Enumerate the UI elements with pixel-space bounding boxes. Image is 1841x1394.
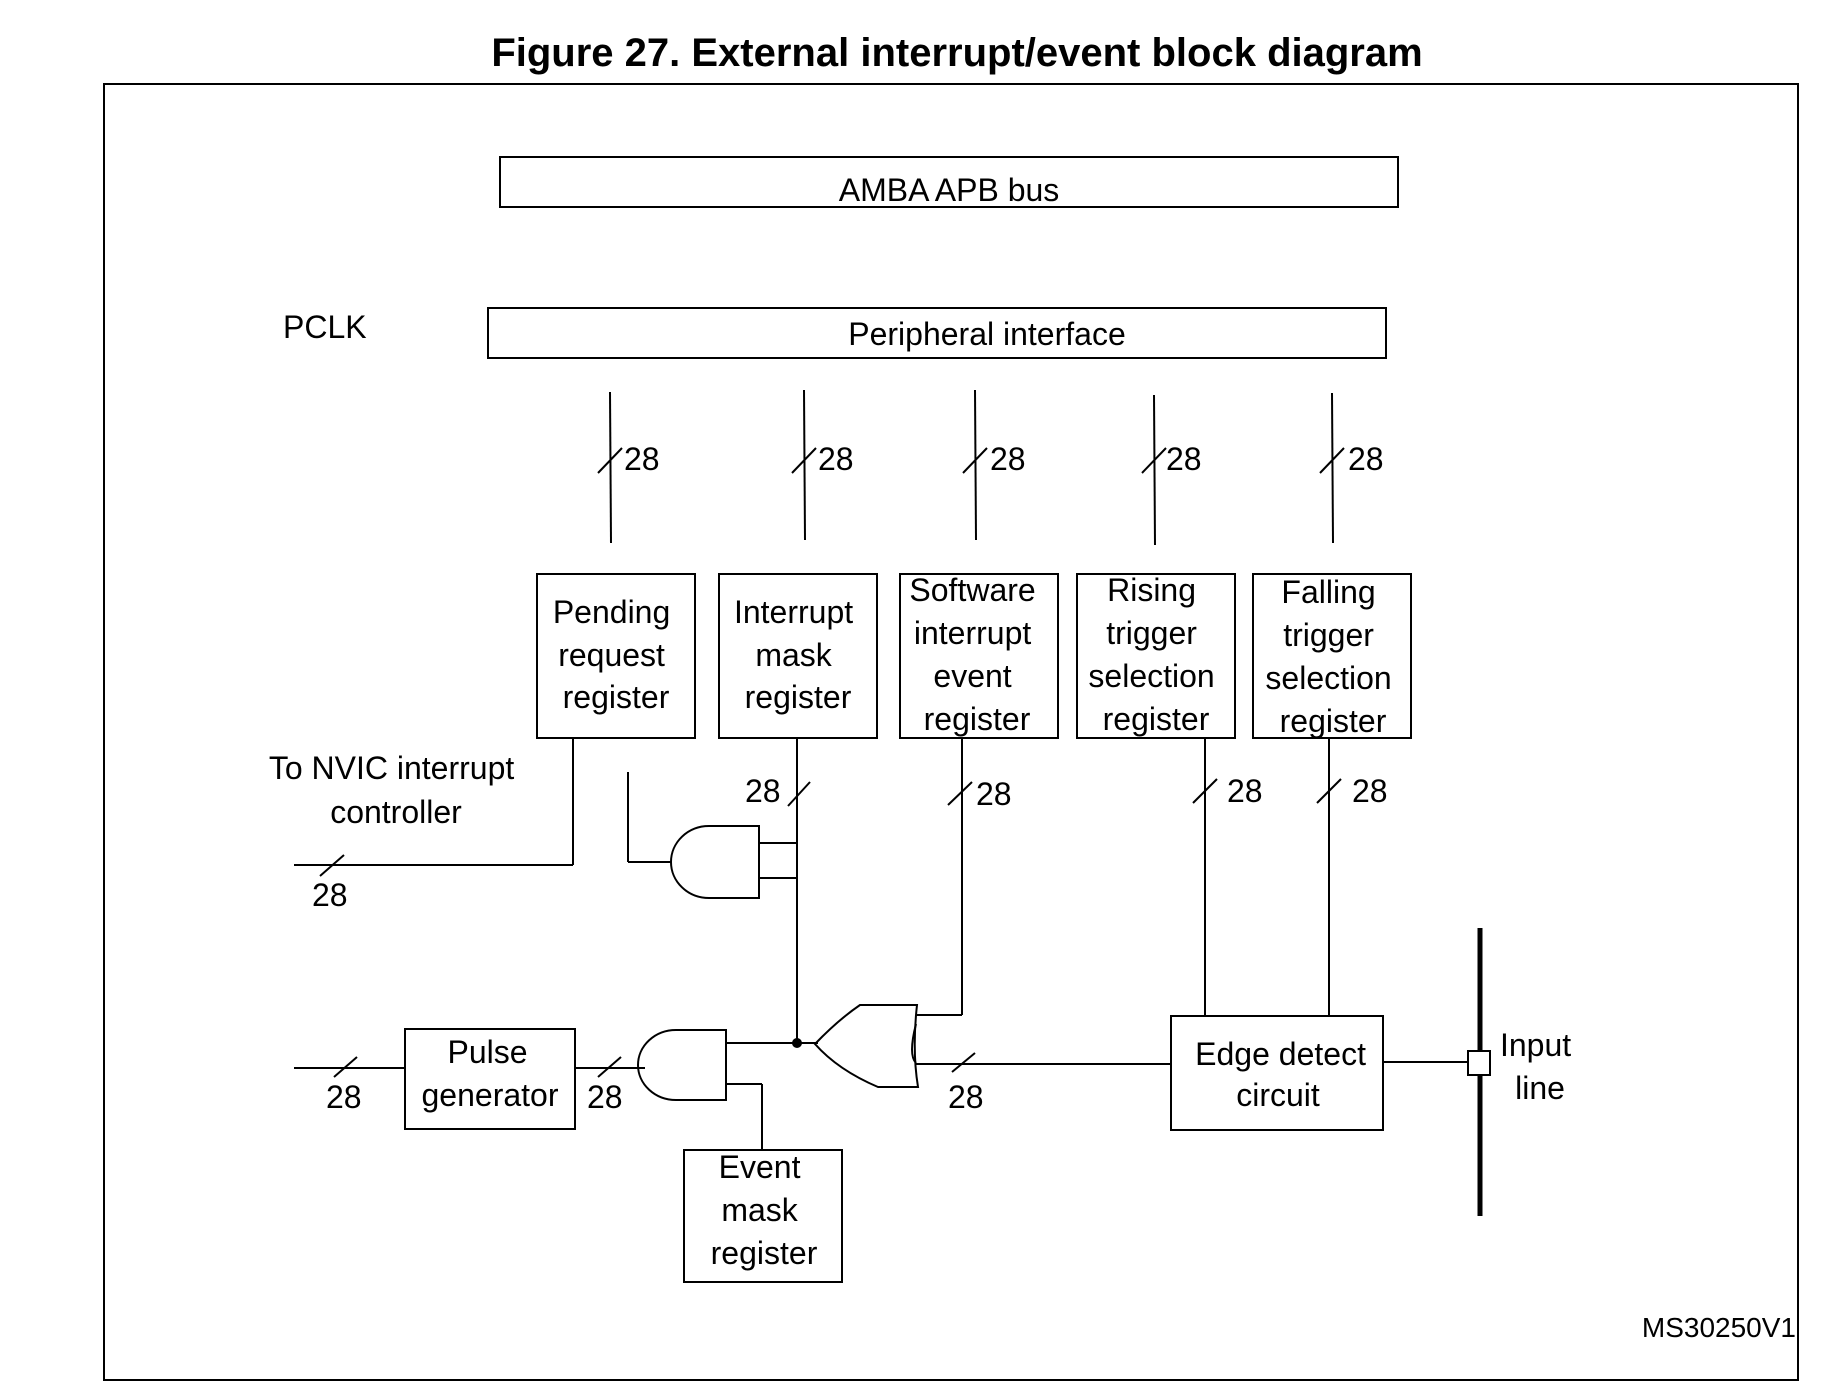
bus-width-label: 28 bbox=[948, 1079, 984, 1115]
event-mask-register-label: Event mask register bbox=[711, 1149, 818, 1271]
trigger-wires bbox=[1192, 738, 1342, 1016]
bus-width-label: 28 bbox=[1166, 441, 1202, 477]
rising-trigger-selection-register-box bbox=[1076, 573, 1236, 739]
figure-title: Figure 27. External interrupt/event bloc… bbox=[491, 31, 1422, 75]
interrupt-mask-register-box bbox=[718, 573, 878, 739]
interrupt-mask-register-label: Interrupt mask register bbox=[734, 594, 862, 715]
bus-width-label: 28 bbox=[976, 776, 1012, 812]
nvic-output-wire bbox=[294, 738, 574, 877]
software-interrupt-event-register-box bbox=[899, 573, 1059, 739]
bus-width-label: 28 bbox=[312, 877, 348, 913]
input-line-label: Input line bbox=[1500, 1027, 1580, 1106]
pulse-generator-label: Pulse generator bbox=[422, 1034, 559, 1113]
pulse-generator-box bbox=[404, 1028, 576, 1130]
pulse-wires bbox=[294, 1056, 645, 1078]
bus-width-label: 28 bbox=[818, 441, 854, 477]
amba-apb-bus-box bbox=[499, 156, 1399, 208]
input-line bbox=[1383, 928, 1491, 1216]
pending-request-register-box bbox=[536, 573, 696, 739]
and-gate-event bbox=[637, 1029, 818, 1150]
edge-to-or-wire bbox=[915, 1052, 1171, 1073]
figure-frame bbox=[103, 83, 1799, 1381]
pending-request-register-label: Pending request register bbox=[553, 594, 679, 715]
edge-detect-circuit-label: Edge detect circuit bbox=[1195, 1036, 1375, 1113]
bus-width-label: 28 bbox=[326, 1079, 362, 1115]
bus-width-label: 28 bbox=[1227, 773, 1263, 809]
peripheral-interface-label: Peripheral interface bbox=[848, 316, 1125, 352]
bus-width-label: 28 bbox=[745, 773, 781, 809]
rising-trigger-selection-register-label: Rising trigger selection register bbox=[1088, 572, 1223, 737]
nvic-label: To NVIC interrupt controller bbox=[269, 750, 523, 830]
software-interrupt-wire bbox=[910, 738, 973, 1016]
register-bus-lines bbox=[597, 389, 1345, 546]
bus-width-label: 28 bbox=[990, 441, 1026, 477]
interrupt-mask-wire bbox=[787, 738, 811, 1040]
and-gate-interrupt bbox=[627, 772, 797, 899]
bus-width-label: 28 bbox=[587, 1079, 623, 1115]
bus-width-label: 28 bbox=[624, 441, 660, 477]
pclk-label: PCLK bbox=[283, 309, 367, 345]
bus-width-label: 28 bbox=[1348, 441, 1384, 477]
bus-width-label: 28 bbox=[1352, 773, 1388, 809]
amba-apb-bus-label: AMBA APB bus bbox=[839, 172, 1060, 208]
peripheral-interface-box bbox=[487, 307, 1387, 359]
event-mask-register-box bbox=[683, 1149, 843, 1283]
falling-trigger-selection-register-box bbox=[1252, 573, 1412, 739]
edge-detect-circuit-box bbox=[1170, 1015, 1384, 1131]
software-interrupt-event-register-label: Software interrupt event register bbox=[909, 572, 1044, 737]
falling-trigger-selection-register-label: Falling trigger selection register bbox=[1265, 574, 1400, 739]
figure-reference: MS30250V1 bbox=[1642, 1312, 1796, 1343]
or-gate bbox=[813, 1004, 920, 1088]
